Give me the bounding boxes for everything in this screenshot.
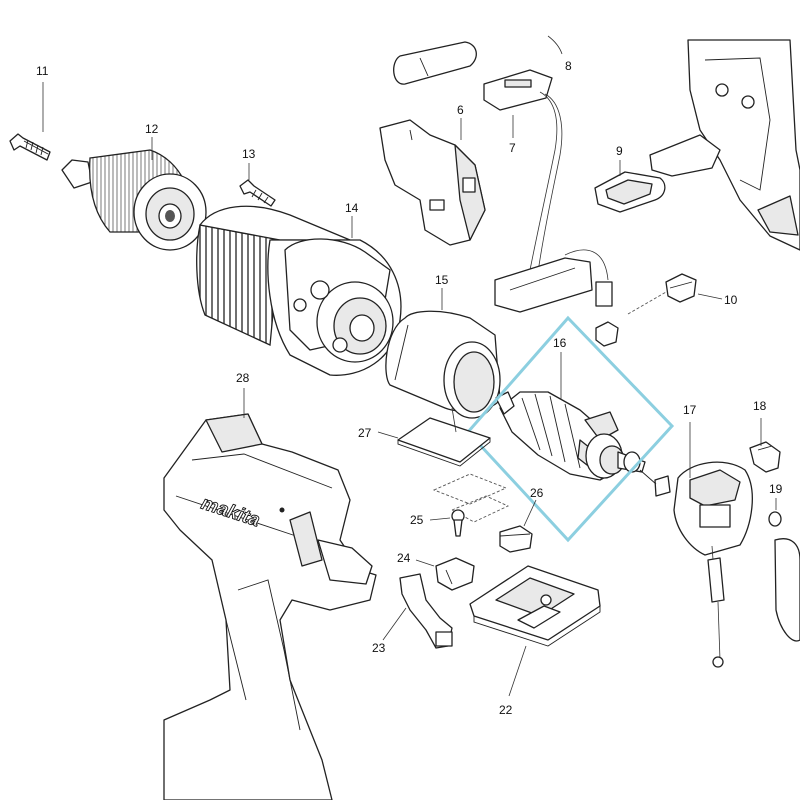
callout-14: 14: [345, 201, 359, 215]
part-15-field-housing[interactable]: [385, 288, 501, 419]
part-28-housing[interactable]: makita: [163, 388, 377, 800]
callout-26: 26: [530, 486, 544, 500]
part-24-block[interactable]: [415, 557, 475, 591]
part-11-screw[interactable]: [9, 82, 51, 161]
highlight-frame-16: [465, 315, 675, 543]
callout-15: 15: [435, 273, 449, 287]
callout-7: 7: [509, 141, 516, 155]
part-6-switch[interactable]: [379, 41, 486, 246]
part-10-clip[interactable]: [595, 273, 723, 347]
callout-16: 16: [553, 336, 567, 350]
callout-27: 27: [358, 426, 372, 440]
part-17-brush-holder[interactable]: [639, 422, 753, 668]
part-14-gear-assembly[interactable]: [196, 205, 402, 376]
part-26-block[interactable]: [499, 499, 537, 553]
callout-23: 23: [372, 641, 386, 655]
callout-labels: 11 12 13 14 15 6 7 8 9 10 16 17 18 19 27…: [36, 59, 783, 717]
part-16-armature[interactable]: [495, 352, 646, 481]
part-8[interactable]: [547, 35, 563, 55]
callout-17: 17: [683, 403, 697, 417]
part-12-chuck[interactable]: [61, 137, 207, 251]
callout-24: 24: [397, 551, 411, 565]
part-27-plate[interactable]: [377, 407, 491, 467]
callout-13: 13: [242, 147, 256, 161]
callout-25: 25: [410, 513, 424, 527]
callout-22: 22: [499, 703, 513, 717]
callout-28: 28: [236, 371, 250, 385]
callout-12: 12: [145, 122, 159, 136]
callout-11: 11: [36, 64, 49, 78]
callout-18: 18: [753, 399, 767, 413]
part-19-bushing[interactable]: [768, 498, 800, 642]
part-13-screw[interactable]: [239, 163, 276, 207]
callout-10: 10: [724, 293, 738, 307]
part-18-clip[interactable]: [749, 418, 781, 473]
part-22-terminal-holder[interactable]: [469, 565, 601, 697]
callout-6: 6: [457, 103, 464, 117]
callout-8: 8: [565, 59, 572, 73]
part-9-cover[interactable]: [594, 160, 666, 213]
part-7-controller[interactable]: [483, 69, 613, 313]
part-23-terminal[interactable]: [382, 573, 453, 649]
dashed-ghost-parts: [432, 473, 510, 523]
callout-9: 9: [616, 144, 623, 158]
part-25-screw[interactable]: [429, 509, 465, 537]
housing-right-half[interactable]: [649, 39, 800, 251]
callout-19: 19: [769, 482, 783, 496]
